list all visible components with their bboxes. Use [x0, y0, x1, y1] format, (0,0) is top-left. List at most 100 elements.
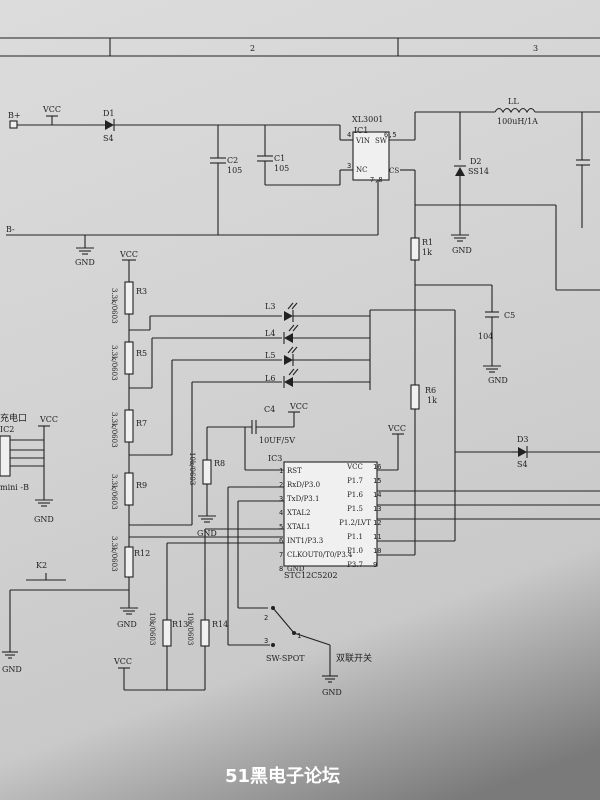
border-col-2: 2	[250, 44, 255, 53]
svg-text:LL: LL	[508, 97, 519, 106]
svg-text:L5: L5	[265, 351, 275, 360]
svg-text:R3: R3	[136, 287, 147, 296]
svg-text:R1: R1	[422, 238, 433, 247]
svg-text:C2: C2	[227, 156, 238, 165]
svg-text:R5: R5	[136, 349, 147, 358]
svg-text:D1: D1	[103, 109, 115, 118]
svg-text:C5: C5	[504, 311, 515, 320]
led-l5: L5	[265, 346, 370, 366]
svg-text:L4: L4	[265, 329, 275, 338]
ic3-pin-num-12: 12	[373, 519, 381, 527]
svg-text:K2: K2	[36, 561, 47, 570]
svg-text:VCC: VCC	[42, 105, 61, 114]
svg-text:STC12C5202: STC12C5202	[284, 571, 338, 580]
svg-text:104: 104	[478, 332, 493, 341]
battery-minus-terminal: B-	[6, 225, 15, 234]
svg-text:3.3k/0603: 3.3k/0603	[110, 412, 118, 448]
ic3-pin-name-2: RxD/P3.0	[287, 481, 320, 489]
resistor-r1: R1 1k	[410, 237, 433, 261]
svg-text:mini -B: mini -B	[0, 483, 29, 492]
diode-d3: D3 S4	[517, 435, 529, 469]
ic3-pin-name-11: P1.1	[347, 533, 363, 541]
sheet-border: 2 3	[0, 37, 600, 57]
ic3-pin-num-13: 13	[373, 505, 381, 513]
svg-text:VCC: VCC	[39, 415, 58, 424]
svg-text:D3: D3	[517, 435, 529, 444]
svg-text:10k/0603: 10k/0603	[188, 452, 196, 485]
border-col-3: 3	[533, 44, 538, 53]
svg-text:L6: L6	[265, 374, 275, 383]
svg-text:GND: GND	[488, 376, 508, 385]
svg-text:R12: R12	[134, 549, 150, 558]
svg-text:GND: GND	[322, 688, 342, 697]
svg-text:VCC: VCC	[119, 250, 138, 259]
svg-text:SS14: SS14	[468, 167, 489, 176]
gnd-label-r12: GND	[117, 620, 137, 629]
svg-text:双联开关: 双联开关	[336, 652, 372, 664]
svg-text:GND: GND	[34, 515, 54, 524]
svg-text:3: 3	[264, 637, 268, 645]
ic3-pin-num-15: 15	[373, 477, 381, 485]
ic3-pin-name-14: P1.6	[347, 491, 363, 499]
svg-text:D2: D2	[470, 157, 482, 166]
svg-text:1k: 1k	[422, 248, 432, 257]
ic3-pin-name-5: XTAL1	[287, 523, 310, 531]
capacitor-c4: VCC C4 10UF/5V	[207, 402, 308, 445]
ic3-pin-name-8: GND	[287, 565, 305, 573]
ic3-pin-name-9: P3.7	[347, 561, 363, 569]
ic3-pin-num-3: 3	[279, 495, 283, 503]
resistor-r9: R9 3.3k/0603	[110, 472, 147, 510]
ic3-pin-num-7: 7	[279, 551, 283, 559]
svg-text:100uH/1A: 100uH/1A	[497, 117, 538, 126]
ic3-pin-name-6: INT1/P3.3	[287, 537, 323, 545]
svg-text:B+: B+	[8, 111, 21, 120]
capacitor-c1: C1 105	[257, 125, 353, 186]
svg-text:VCC: VCC	[289, 402, 308, 411]
vcc-symbol-ladder: VCC	[119, 250, 138, 282]
ic3-pin-name-3: TxD/P3.1	[287, 495, 319, 503]
ic3-pin-num-6: 6	[279, 537, 283, 545]
svg-text:IC1: IC1	[354, 126, 368, 135]
capacitor-c2: C2 105	[210, 125, 242, 235]
ic3-pin-num-11: 11	[373, 533, 381, 541]
diode-d2: D2 SS14 GND	[451, 112, 489, 255]
ic3-pin-name-15: P1.7	[347, 477, 363, 485]
svg-text:GND: GND	[75, 258, 95, 267]
svg-text:R8: R8	[214, 459, 225, 468]
inductor-ll: LL 100uH/1A	[494, 97, 600, 126]
diode-d1: D1 S4	[103, 109, 115, 143]
svg-text:XL3001: XL3001	[352, 115, 383, 124]
svg-text:NC: NC	[356, 166, 367, 174]
svg-text:CS: CS	[389, 167, 399, 175]
ic3-pin-num-10: 10	[373, 547, 381, 555]
svg-text:3: 3	[347, 162, 351, 170]
svg-text:R9: R9	[136, 481, 147, 490]
svg-text:SW: SW	[375, 137, 388, 145]
svg-text:10k/0603: 10k/0603	[186, 612, 194, 645]
vcc-label-r13: VCC	[113, 657, 132, 666]
svg-text:IC2: IC2	[0, 425, 14, 434]
svg-text:GND: GND	[2, 665, 22, 674]
capacitor-c5: C5 104 GND	[478, 285, 515, 385]
ic3-pin-num-1: 1	[279, 467, 283, 475]
svg-text:GND: GND	[197, 529, 217, 538]
svg-text:10UF/5V: 10UF/5V	[259, 436, 295, 445]
svg-text:R7: R7	[136, 419, 147, 428]
svg-text:3.3k/0603: 3.3k/0603	[110, 288, 118, 324]
resistor-r7: R7 3.3k/0603	[110, 409, 147, 448]
svg-text:6,5: 6,5	[384, 131, 397, 139]
svg-text:10k/0603: 10k/0603	[148, 612, 156, 645]
ic3-pin-num-4: 4	[279, 509, 283, 517]
resistor-r13: R13 10k/0603	[148, 612, 188, 647]
svg-text:GND: GND	[452, 246, 472, 255]
svg-text:S4: S4	[517, 460, 528, 469]
svg-text:105: 105	[274, 164, 289, 173]
vcc-label-ic3: VCC	[387, 424, 406, 433]
svg-text:R13: R13	[172, 620, 188, 629]
svg-text:B-: B-	[6, 225, 15, 234]
svg-text:3.3k/0603: 3.3k/0603	[110, 345, 118, 381]
resistor-r12: R12 3.3k/0603	[110, 536, 150, 578]
svg-text:3.3k/0603: 3.3k/0603	[110, 536, 118, 572]
